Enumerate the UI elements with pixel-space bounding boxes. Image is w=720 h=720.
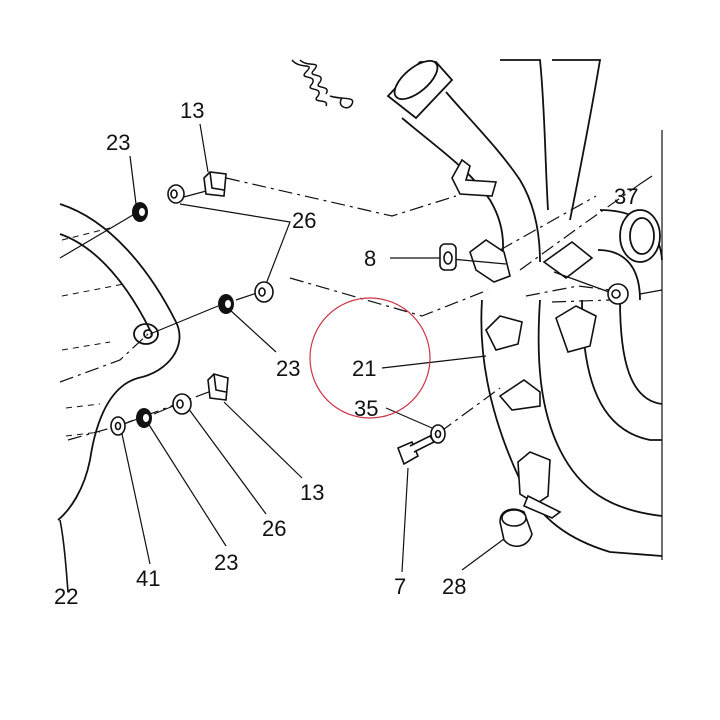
- callout-28: 28: [442, 574, 466, 599]
- callout-37: 37: [614, 184, 638, 209]
- callout-35: 35: [354, 396, 378, 421]
- washer-35: [430, 424, 446, 444]
- nut-8: [439, 243, 457, 271]
- grommet-23-bottom: [136, 408, 152, 428]
- panel-hatching: [61, 227, 125, 437]
- callout-26-top: 26: [292, 208, 316, 233]
- clip-nut-13-top: [203, 171, 227, 197]
- clip-nut-13-bottom: [207, 373, 229, 401]
- callout-7: 7: [394, 574, 406, 599]
- panel-edge: [59, 519, 69, 593]
- collar-26-mid: [254, 281, 274, 303]
- collar-26-top: [167, 184, 185, 204]
- callout-13-bot: 13: [300, 480, 324, 505]
- callout-23-bot: 23: [214, 550, 238, 575]
- rubber-cap-28: [499, 508, 533, 547]
- callout-41: 41: [136, 566, 160, 591]
- collar-26-bottom: [172, 393, 192, 415]
- exhaust-header-pipes: [386, 59, 663, 560]
- leader-lines: [121, 123, 663, 573]
- callout-23-mid: 23: [276, 356, 300, 381]
- washer-41: [110, 416, 126, 436]
- callout-13-top: 13: [180, 98, 204, 123]
- pipe-brackets: [451, 158, 597, 519]
- grommet-right: [607, 283, 629, 305]
- callout-22: 22: [54, 584, 78, 609]
- bolt-7: [396, 434, 436, 466]
- callout-26-bot: 26: [262, 516, 286, 541]
- callout-21: 21: [352, 356, 376, 381]
- highlight-circle: [309, 297, 431, 419]
- callout-23-top: 23: [106, 130, 130, 155]
- side-panel-22: [57, 203, 181, 521]
- spring: [291, 59, 354, 109]
- callout-8: 8: [364, 246, 376, 271]
- grommet-23-mid: [218, 294, 234, 314]
- grommet-23-top: [132, 202, 148, 222]
